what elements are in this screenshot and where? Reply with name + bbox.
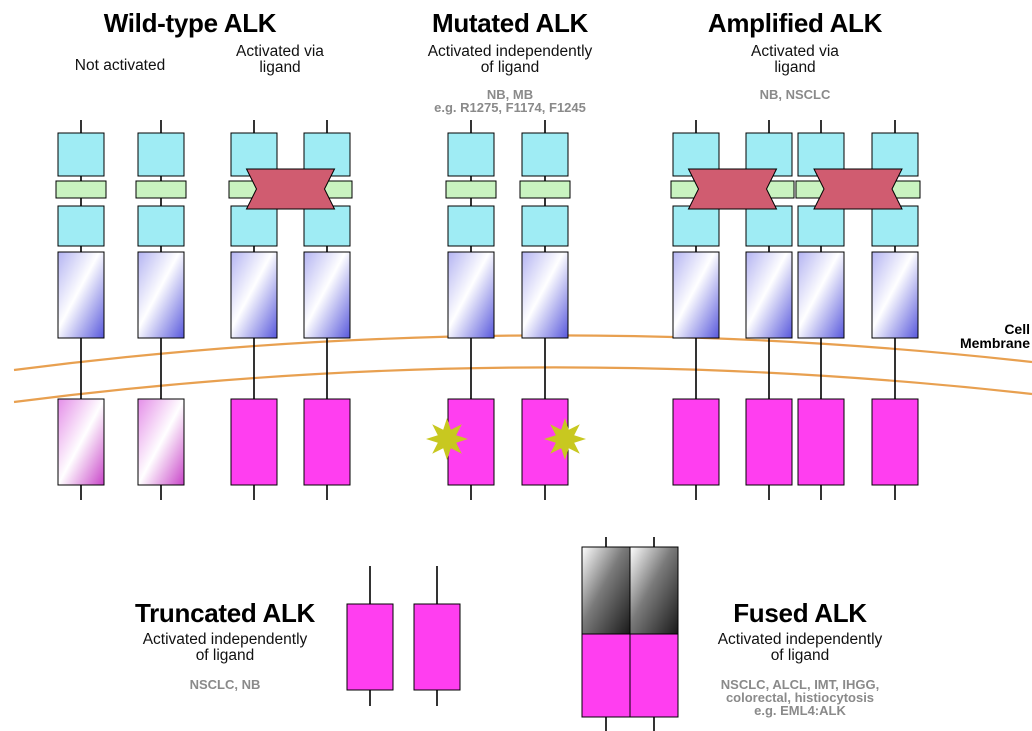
fused-title: Fused ALK [733, 598, 867, 628]
transmembrane-region [137, 251, 185, 339]
linker-domain [519, 180, 571, 199]
amplified-sub-line2: ligand [774, 59, 816, 77]
extracellular-domain-lower [745, 205, 793, 247]
amplified-subtitle: Activated via ligand [720, 43, 870, 77]
wild-type-title: Wild-type ALK [103, 8, 277, 38]
mutated-cancers: NB, MB [486, 87, 534, 102]
alk-receptor [135, 120, 187, 500]
extracellular-domain-lower [57, 205, 105, 247]
truncated-alk-receptor [346, 566, 394, 706]
fused-cancers-line2: colorectal, histiocytosis [725, 690, 875, 705]
truncated-title: Truncated ALK [134, 598, 316, 628]
fusion-partner-domain [581, 546, 631, 635]
kinase-domain [57, 398, 105, 486]
fused-alk-receptor [629, 537, 679, 731]
transmembrane-region [521, 251, 569, 339]
kinase-domain [230, 398, 278, 486]
fused-example: e.g. EML4:ALK [754, 703, 846, 718]
kinase-domain [346, 603, 394, 691]
truncated-sub-line1: Activated independently [142, 631, 308, 648]
extracellular-domain-lower [447, 205, 495, 247]
transmembrane-region [871, 251, 919, 339]
mutated-title: Mutated ALK [431, 8, 589, 38]
mutated-sub-line1: Activated independently [427, 43, 593, 60]
extracellular-domain-lower [521, 205, 569, 247]
cell-membrane-label-line2: Membrane [959, 335, 1030, 351]
extracellular-domain-upper [447, 132, 495, 177]
transmembrane-region [745, 251, 793, 339]
alk-receptor [55, 120, 107, 500]
transmembrane-region [797, 251, 845, 339]
extracellular-domain-upper [137, 132, 185, 177]
extracellular-domain-lower [303, 205, 351, 247]
mutated-examples: e.g. R1275, F1174, F1245 [434, 100, 586, 115]
extracellular-domain-lower [871, 205, 919, 247]
ligand-amplified-2 [813, 168, 903, 210]
cell-membrane [13, 334, 1032, 404]
extracellular-domain-upper [521, 132, 569, 177]
alk-receptor [743, 120, 795, 500]
extracellular-domain-upper [57, 132, 105, 177]
wild-type-activated-line2: ligand [259, 59, 301, 77]
amplified-title: Amplified ALK [707, 8, 883, 38]
extracellular-domain-lower [230, 205, 278, 247]
kinase-domain [581, 633, 631, 718]
kinase-domain [629, 633, 679, 718]
kinase-domain [745, 398, 793, 486]
fused-subtitle: Activated independently of ligand [680, 631, 920, 665]
amplified-cancers: NB, NSCLC [759, 87, 831, 102]
extracellular-domain-lower [672, 205, 720, 247]
truncated-cancers: NSCLC, NB [189, 677, 261, 692]
transmembrane-region [57, 251, 105, 339]
mutation-star-right [544, 418, 586, 460]
fused-annotations: NSCLC, ALCL, IMT, IHGG, colorectal, hist… [680, 678, 920, 717]
membrane-inner-line [13, 366, 1032, 404]
ligand-wild-type [245, 168, 336, 210]
fused-cancers-line1: NSCLC, ALCL, IMT, IHGG, [720, 677, 880, 692]
kinase-domain [137, 398, 185, 486]
wild-type-activated-line1: Activated via [236, 43, 324, 60]
cell-membrane-label: Cell Membrane [930, 322, 1030, 350]
mutated-sub-line2: of ligand [480, 59, 540, 77]
ligand-amplified-1 [687, 168, 778, 210]
membrane-outer-line [13, 334, 1032, 372]
transmembrane-region [303, 251, 351, 339]
mutation-star-left [426, 418, 468, 460]
transmembrane-region [672, 251, 720, 339]
fused-alk-receptor [581, 537, 631, 731]
extracellular-domain-lower [797, 205, 845, 247]
alk-receptor [445, 120, 497, 500]
fused-sub-line1: Activated independently [717, 631, 883, 648]
linker-domain [445, 180, 497, 199]
linker-domain [55, 180, 107, 199]
transmembrane-region [447, 251, 495, 339]
mutated-annotations: NB, MB e.g. R1275, F1174, F1245 [390, 88, 630, 114]
kinase-domain [672, 398, 720, 486]
amplified-sub-line1: Activated via [751, 43, 839, 60]
fusion-partner-domain [629, 546, 679, 635]
alk-receptor [519, 120, 571, 500]
truncated-subtitle: Activated independently of ligand [110, 631, 340, 665]
cell-membrane-label-line1: Cell [1004, 321, 1030, 337]
extracellular-domain-lower [137, 205, 185, 247]
kinase-domain [797, 398, 845, 486]
mutated-subtitle: Activated independently of ligand [390, 43, 630, 77]
kinase-domain [303, 398, 351, 486]
fused-sub-line2: of ligand [770, 647, 830, 665]
linker-domain [135, 180, 187, 199]
transmembrane-region [230, 251, 278, 339]
truncated-sub-line2: of ligand [195, 647, 255, 665]
truncated-alk-receptor [413, 566, 461, 706]
wild-type-not-activated: Not activated [74, 57, 166, 74]
wild-type-activated-label: Activated via ligand [210, 43, 350, 77]
kinase-domain [871, 398, 919, 486]
kinase-domain [413, 603, 461, 691]
